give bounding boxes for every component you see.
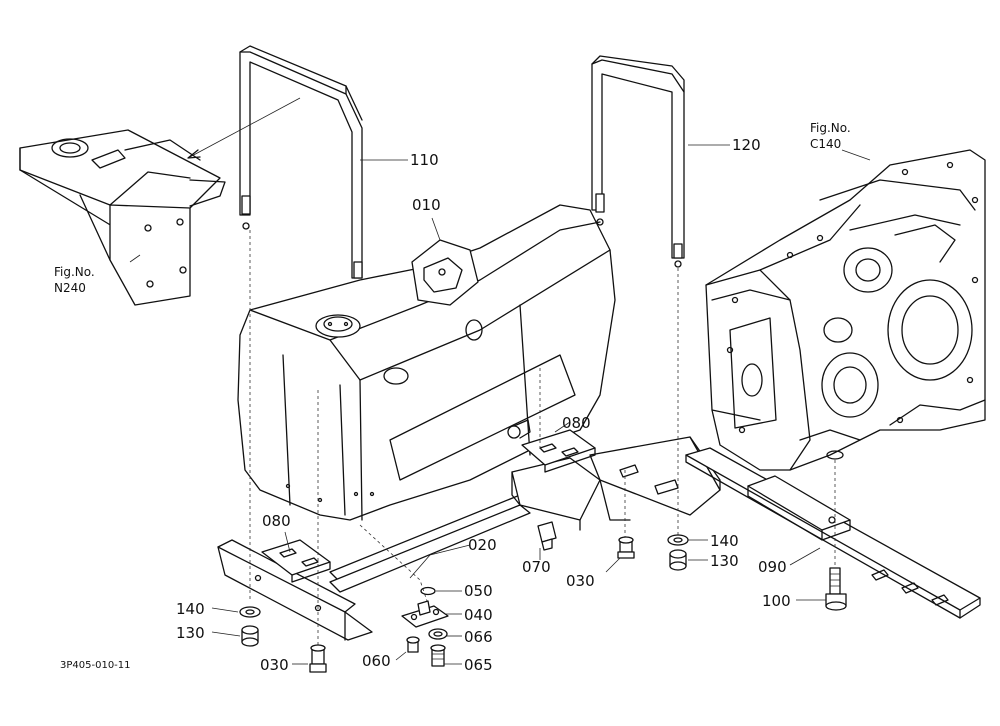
leader-strap-to-bracket (187, 97, 301, 159)
callout-080-lower: 080 (262, 512, 291, 530)
washer-066-icon (428, 628, 448, 640)
bolt-070-icon (537, 521, 557, 551)
callout-140-right: 140 (710, 532, 739, 550)
callout-120: 120 (732, 136, 761, 154)
nut-130-right-icon (669, 549, 687, 571)
ref-n240-line1: Fig.No. (54, 265, 95, 279)
drawing-code: 3P405-010-11 (60, 660, 131, 671)
bolt-060-icon (406, 636, 420, 653)
washer-140-right-icon (667, 534, 689, 546)
leader-lines (129, 144, 871, 665)
callout-030-right: 030 (566, 572, 595, 590)
bolt-065-icon (430, 644, 446, 667)
strap-120 (591, 55, 685, 268)
rail-090 (685, 447, 981, 619)
ref-c140-line1: Fig.No. (810, 121, 851, 135)
ref-n240-line2: N240 (54, 281, 86, 295)
transmission-case (705, 149, 986, 471)
callout-050: 050 (464, 582, 493, 600)
callout-020: 020 (468, 536, 497, 554)
callout-040: 040 (464, 606, 493, 624)
n240-bracket (19, 129, 226, 306)
callout-110: 110 (410, 151, 439, 169)
callout-140-left: 140 (176, 600, 205, 618)
callout-066: 066 (464, 628, 493, 646)
callout-070: 070 (522, 558, 551, 576)
fuel-tank (237, 204, 616, 521)
assembly-lines (249, 230, 836, 650)
callout-030-left: 030 (260, 656, 289, 674)
callout-010: 010 (412, 196, 441, 214)
callout-060: 060 (362, 652, 391, 670)
callout-130-right: 130 (710, 552, 739, 570)
ref-c140-line2: C140 (810, 137, 841, 151)
o-ring-050-icon (420, 586, 436, 596)
nut-130-left-icon (241, 625, 259, 647)
callout-065: 065 (464, 656, 493, 674)
pad-080-lower (261, 539, 331, 583)
bolt-100-icon (825, 567, 847, 611)
frame-020 (217, 436, 721, 641)
arrow-head-icon (187, 149, 201, 159)
callout-130-left: 130 (176, 624, 205, 642)
labels: 110 120 010 080 080 020 050 040 066 065 … (54, 121, 851, 674)
plate-040-icon (401, 600, 449, 628)
pad-080-upper (521, 429, 596, 473)
bolt-030-right-icon (617, 536, 635, 559)
bolt-030-left-icon (309, 644, 327, 673)
callout-090: 090 (758, 558, 787, 576)
strap-110 (239, 45, 363, 288)
washer-140-left-icon (239, 606, 261, 618)
callout-080-upper: 080 (562, 414, 591, 432)
callout-100: 100 (762, 592, 791, 610)
